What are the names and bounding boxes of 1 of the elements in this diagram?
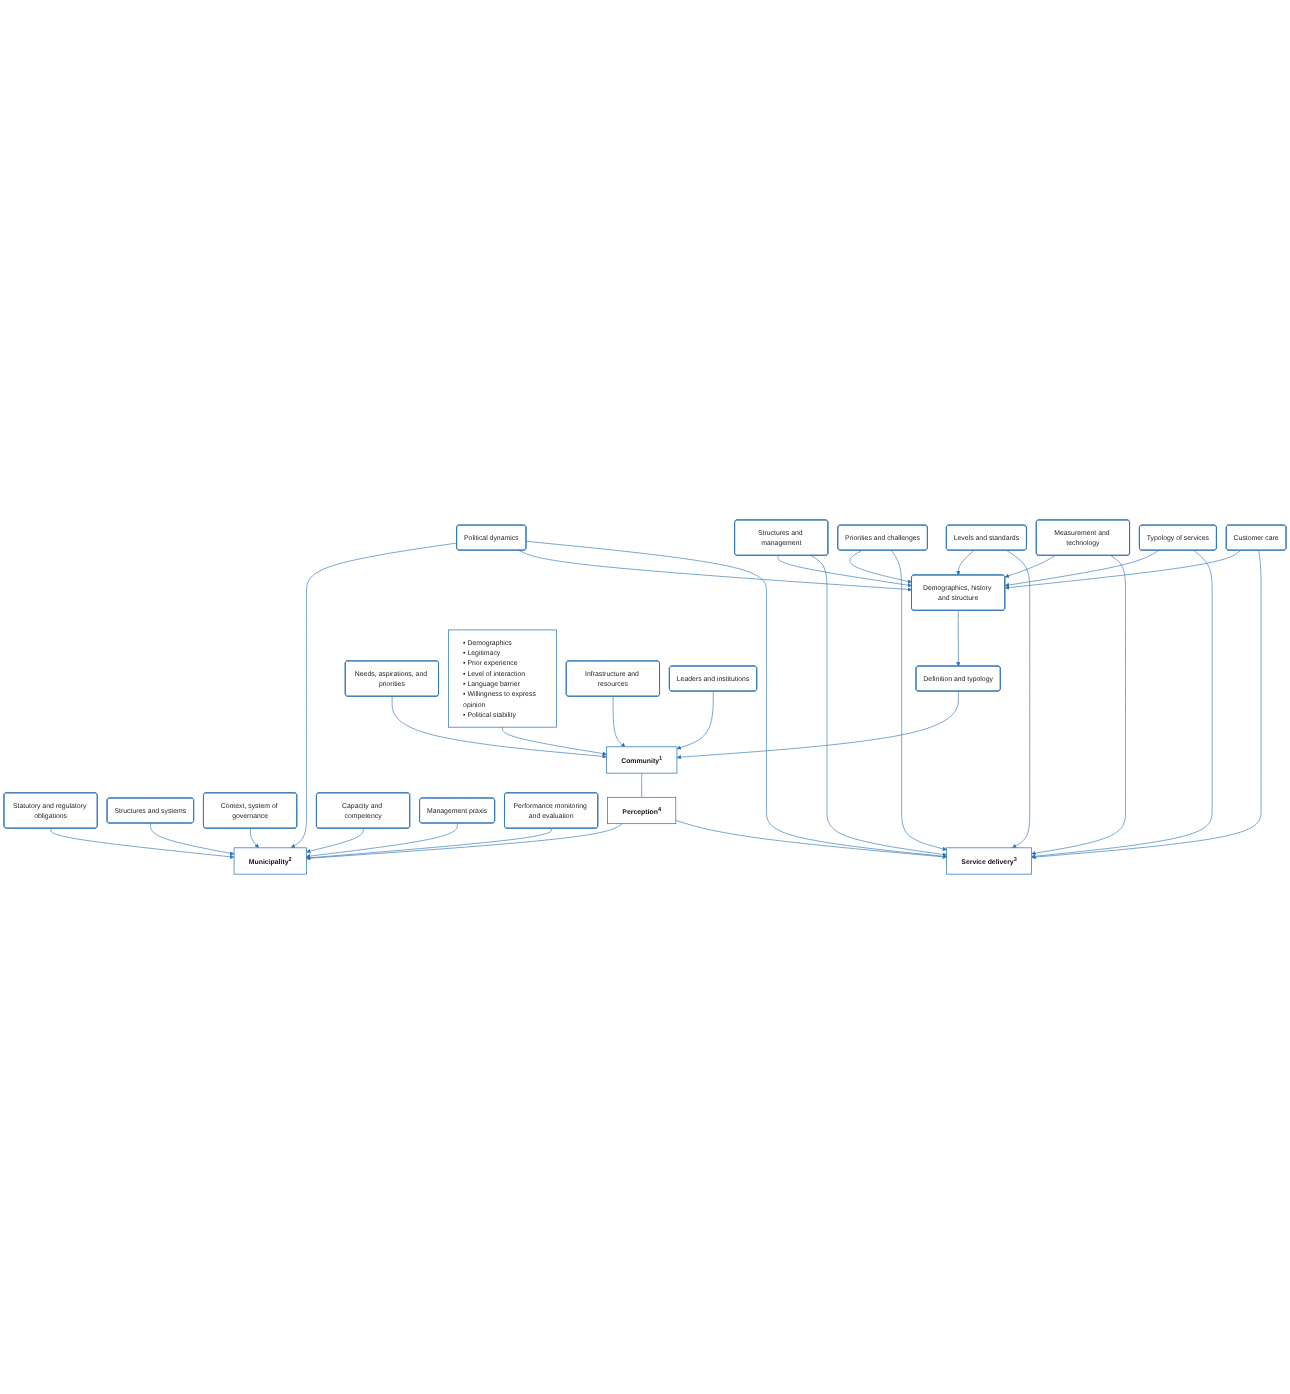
connector — [641, 772, 643, 798]
